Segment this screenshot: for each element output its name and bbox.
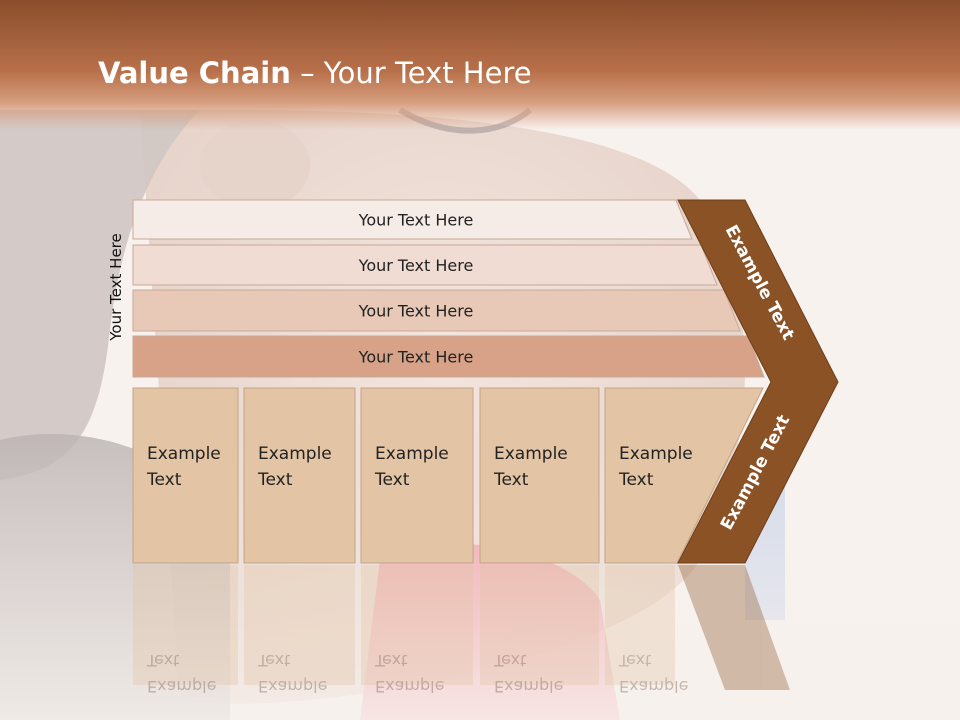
column-label-reflection: Example xyxy=(147,677,216,696)
column-label-reflection: Text xyxy=(374,651,407,670)
column-box xyxy=(479,387,600,564)
column-label-reflection: Example xyxy=(375,677,444,696)
column-label[interactable]: Text xyxy=(374,470,410,490)
chevron-arrow xyxy=(677,199,839,564)
column-label[interactable]: Text xyxy=(257,470,293,490)
column-label-reflection: Text xyxy=(257,651,290,670)
title-rest: – Your Text Here xyxy=(290,56,532,90)
column-box xyxy=(604,387,764,564)
column-label[interactable]: Text xyxy=(618,470,654,490)
column-label-reflection: Example xyxy=(494,677,563,696)
column-label-reflection: Text xyxy=(618,651,651,670)
row-label[interactable]: Your Text Here xyxy=(358,211,474,230)
column-label[interactable]: Example xyxy=(375,444,449,464)
row-label[interactable]: Your Text Here xyxy=(358,302,474,321)
column-label-reflection: Text xyxy=(146,651,179,670)
row-bar xyxy=(132,199,693,240)
column-label-reflection: Example xyxy=(258,677,327,696)
title-bar xyxy=(0,0,960,130)
column-label[interactable]: Example xyxy=(147,444,221,464)
column-box xyxy=(243,387,356,564)
column-label[interactable]: Example xyxy=(258,444,332,464)
column-label[interactable]: Example xyxy=(619,444,693,464)
column-box xyxy=(360,387,474,564)
slide-title[interactable]: Value Chain – Your Text Here xyxy=(98,56,532,90)
column-label-reflection: Example xyxy=(619,677,688,696)
column-box xyxy=(132,387,239,564)
row-label[interactable]: Your Text Here xyxy=(358,348,474,367)
row-bar xyxy=(132,244,718,286)
column-label-reflection: Text xyxy=(493,651,526,670)
row-label[interactable]: Your Text Here xyxy=(358,256,474,275)
column-label[interactable]: Text xyxy=(146,470,182,490)
column-label[interactable]: Text xyxy=(493,470,529,490)
row-bar xyxy=(132,335,765,378)
row-bar xyxy=(132,289,741,332)
title-bold: Value Chain xyxy=(98,56,291,90)
column-label[interactable]: Example xyxy=(494,444,568,464)
